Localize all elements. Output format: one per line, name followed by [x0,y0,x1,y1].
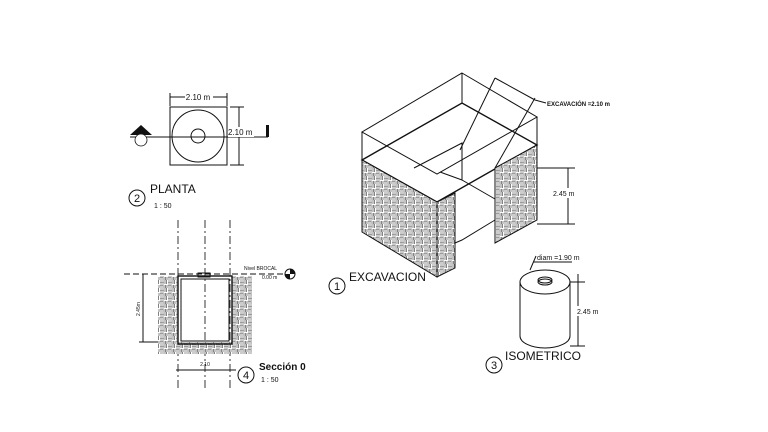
isometrico-dim-diam: diam =1.90 m [537,255,580,262]
isometrico-number: 3 [491,360,497,372]
excavacion-number: 1 [334,281,340,293]
isometrico-view: diam =1.90 m 2.45 m 3 ISOMETRICO [485,255,604,374]
planta-scale: 1 : 50 [154,203,172,210]
seccion-view: 2.45m 2.10 Nivel BROCAL 0.00 m 4 Sección… [124,220,306,390]
seccion-dim-height: 2.45m [136,302,142,316]
excavacion-title: EXCAVACION [349,270,426,284]
planta-dim-height: 2.10 m [228,128,253,137]
isometrico-title: ISOMETRICO [505,349,581,363]
section-marker-icon [130,125,152,135]
excavacion-callout: EXCAVACIÓN =2.10 m [547,100,610,108]
level-marker-icon [285,269,295,279]
level-value: 0.00 m [262,275,277,281]
planta-dim-width: 2.10 m [186,93,211,102]
planta-number: 2 [134,193,140,205]
seccion-dim-width: 2.10 [200,362,210,368]
seccion-title: Sección 0 [259,362,306,373]
seccion-scale: 1 : 50 [261,377,279,384]
isometrico-dim-height: 2.45 m [577,309,599,316]
seccion-number: 4 [243,370,249,382]
planta-title: PLANTA [150,182,196,196]
planta-view: 2.10 m 2.10 m 2 PLANTA 1 : 50 [128,92,269,210]
level-label: Nivel BROCAL [244,266,277,272]
excavacion-dim-height: 2.45 m [553,191,575,198]
excavacion-view: EXCAVACIÓN =2.10 m 2.45 m 1 EXCAVACION [328,72,610,295]
